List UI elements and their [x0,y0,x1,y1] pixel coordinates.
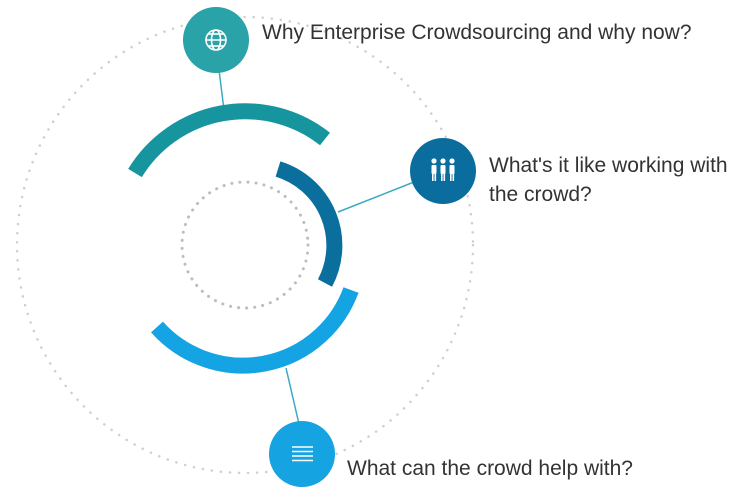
inner-dotted-ring [180,180,310,310]
node-working-with-crowd[interactable] [410,138,476,204]
connector-line-1 [218,69,225,111]
arc-middle [275,161,343,287]
list-icon [292,446,313,462]
node-why-enterprise[interactable] [183,7,249,73]
arc-outer [128,103,330,178]
connector-line-2 [337,181,415,213]
arc-inner [151,287,359,374]
topic-label-why-enterprise[interactable]: Why Enterprise Crowdsourcing and why now… [262,21,692,44]
topic-label-working-with-crowd[interactable]: What's it like working with the crowd? [489,154,728,206]
people-icon [431,158,455,181]
topic-label-crowd-help[interactable]: What can the crowd help with? [347,457,633,480]
connector-line-3 [285,367,300,425]
node-crowd-help[interactable] [269,421,335,487]
outer-dotted-ring [15,15,475,475]
node-circle-3 [269,421,335,487]
globe-icon [205,29,227,51]
